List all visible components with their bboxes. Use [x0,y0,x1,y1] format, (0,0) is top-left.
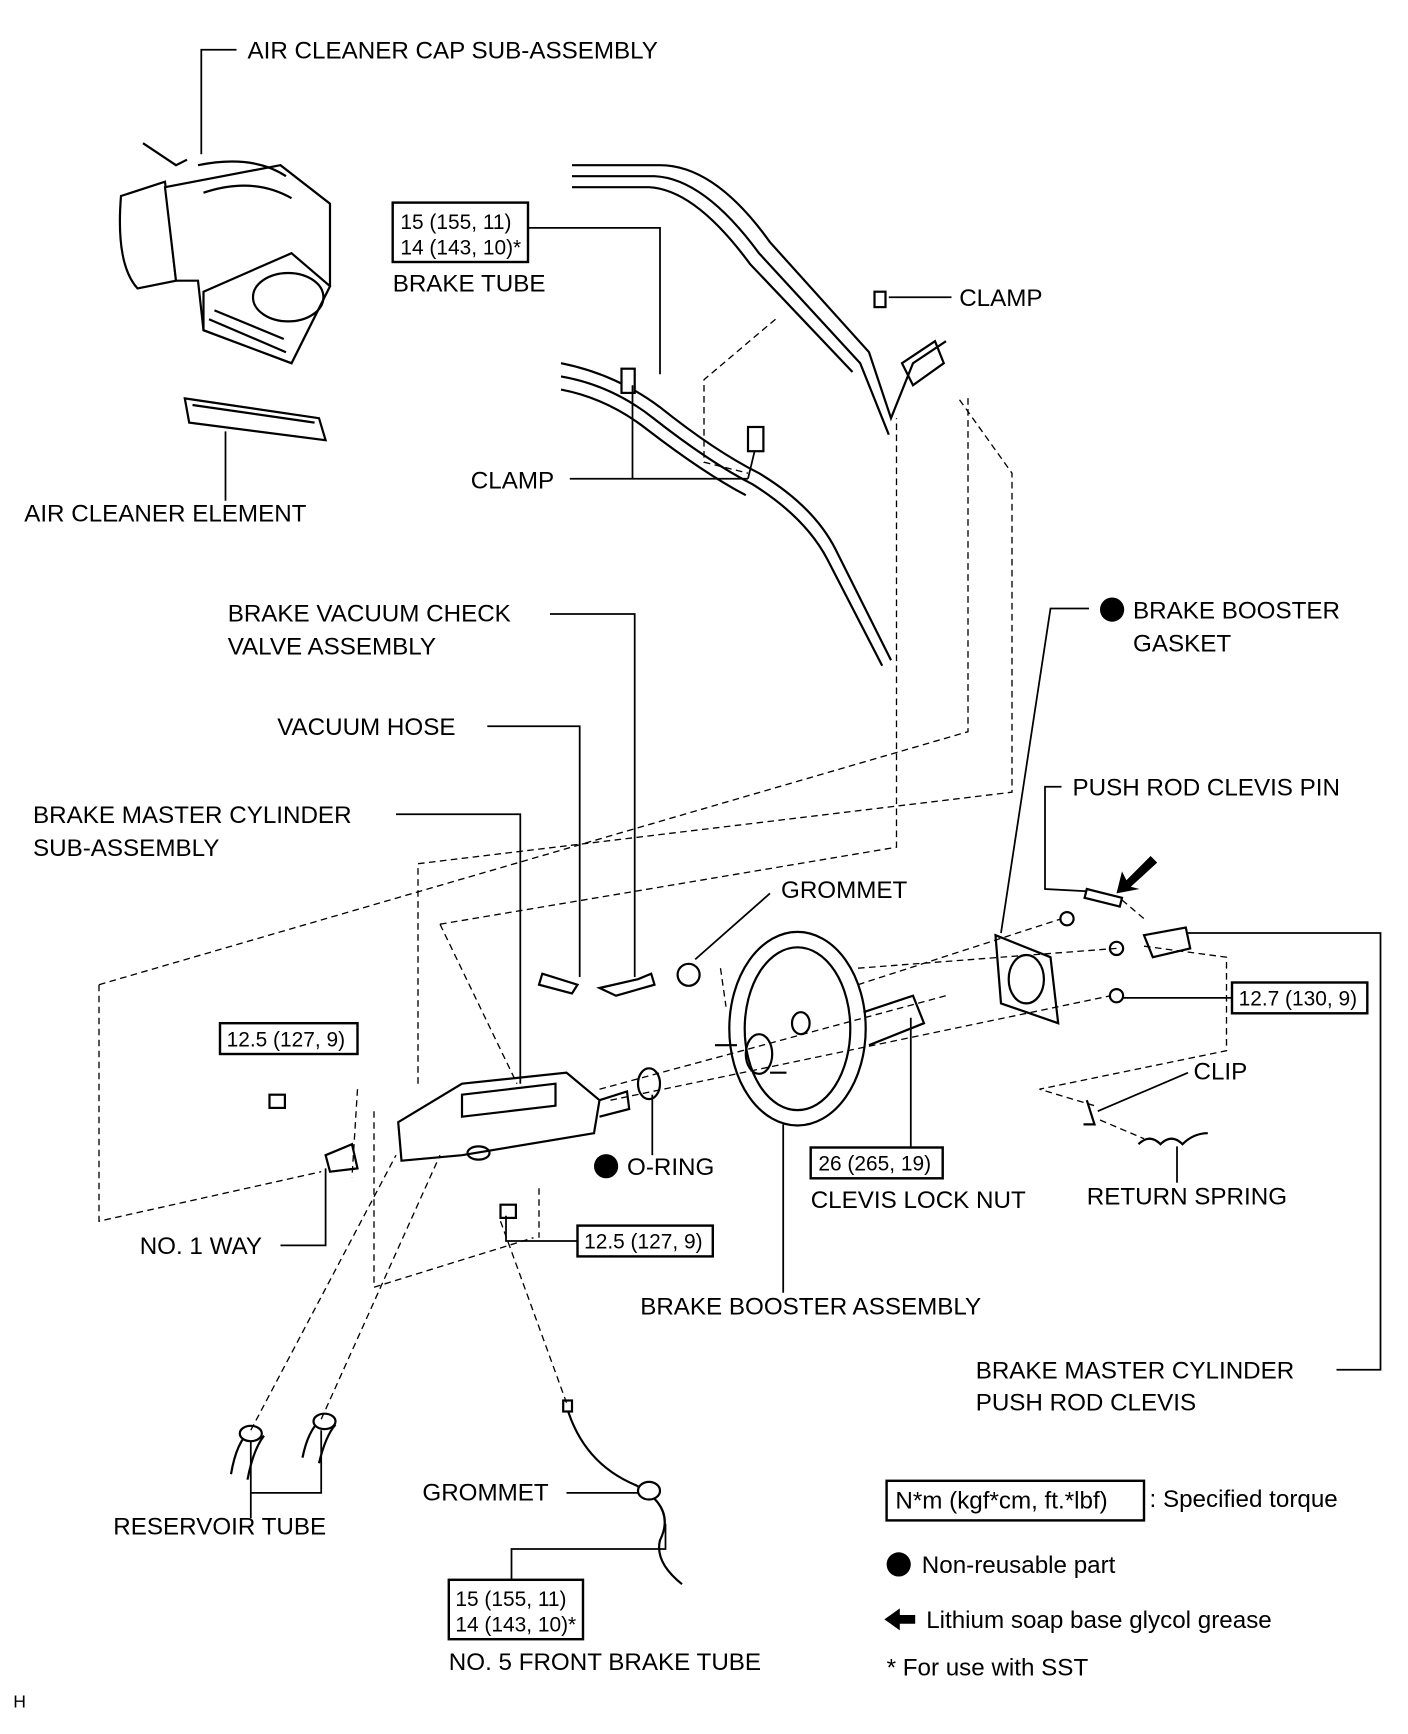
label-master-cylinder-1: BRAKE MASTER CYLINDER [33,802,352,829]
label-air-cleaner-element: AIR CLEANER ELEMENT [24,501,306,528]
non-reusable-dot-icon [886,1552,911,1577]
label-check-valve-2: VALVE ASSEMBLY [228,634,436,661]
brake-booster-drawing [715,930,926,1127]
legend-torque-box [885,1479,1146,1522]
air-cleaner-element-drawing [183,397,328,442]
non-reusable-dot-icon [1100,597,1125,622]
label-no1-way: NO. 1 WAY [140,1233,262,1260]
torque-box-clevis-lock-nut [809,1146,944,1180]
brake-tubes-drawing [560,164,947,667]
torque-box-brake-tube [391,201,530,264]
label-push-rod-clevis-1: BRAKE MASTER CYLINDER [976,1358,1295,1385]
label-clamp-lower: CLAMP [471,468,554,495]
label-return-spring: RETURN SPRING [1087,1184,1287,1211]
booster-gasket-drawing [994,933,1060,1025]
non-reusable-dot-icon [594,1154,619,1179]
torque-clevis-lock-nut: 26 (265, 19) [818,1153,931,1176]
torque-box-booster-nut [1230,981,1369,1015]
torque-booster-nut: 12.7 (130, 9) [1239,988,1357,1011]
torque-no5-tube-1: 15 (155, 11) [455,1588,566,1611]
small-parts-drawing [268,887,1208,1220]
torque-master-cyl-nut-upper: 12.5 (127, 9) [227,1028,345,1051]
label-push-rod-clevis-2: PUSH ROD CLEVIS [976,1389,1196,1416]
label-master-cylinder-2: SUB-ASSEMBLY [33,835,219,862]
label-booster-gasket-1: BRAKE BOOSTER [1133,597,1340,624]
legend-torque-units: N*m (kgf*cm, ft.*lbf) [895,1487,1107,1514]
no5-front-brake-tube-drawing [562,1399,683,1586]
legend: N*m (kgf*cm, ft.*lbf) : Specified torque… [884,1479,1338,1682]
label-check-valve-1: BRAKE VACUUM CHECK [228,601,511,628]
master-cylinder-drawing [324,1071,631,1173]
torque-brake-tube-2: 14 (143, 10)* [400,236,521,259]
label-o-ring: O-RING [627,1154,714,1181]
assembly-dashed-lines [98,318,1228,1431]
label-grommet-lower: GROMMET [422,1480,549,1507]
label-brake-tube: BRAKE TUBE [393,271,546,298]
label-clamp-upper: CLAMP [959,285,1042,312]
torque-box-no5-front-brake-tube [447,1578,585,1641]
torque-brake-tube-1: 15 (155, 11) [400,211,511,234]
label-grommet-upper: GROMMET [781,877,908,904]
label-no5-front-brake-tube: NO. 5 FRONT BRAKE TUBE [449,1649,761,1676]
legend-sst: * For use with SST [887,1655,1089,1682]
legend-non-reusable: Non-reusable part [922,1552,1116,1579]
leader-lines [200,48,1382,1580]
label-booster-gasket-2: GASKET [1133,630,1231,657]
legend-grease: Lithium soap base glycol grease [926,1607,1272,1634]
grease-arrow-icon [1116,856,1158,894]
figure-code: H [13,1691,26,1711]
label-clevis-lock-nut: CLEVIS LOCK NUT [811,1187,1026,1214]
label-vacuum-hose: VACUUM HOSE [277,714,455,741]
grease-arrow-icon [884,1608,916,1631]
label-reservoir-tube: RESERVOIR TUBE [113,1514,326,1541]
label-air-cleaner-cap: AIR CLEANER CAP SUB-ASSEMBLY [247,38,657,65]
torque-master-cyl-nut-lower: 12.5 (127, 9) [584,1231,702,1254]
legend-torque-desc: : Specified torque [1150,1486,1338,1513]
torque-box-master-cyl-nut-lower [576,1224,715,1258]
label-booster-assembly: BRAKE BOOSTER ASSEMBLY [640,1294,981,1321]
air-cleaner-cap-drawing [118,142,332,365]
torque-box-master-cyl-nut-upper [218,1021,359,1056]
label-clip: CLIP [1194,1058,1248,1085]
label-push-rod-clevis-pin: PUSH ROD CLEVIS PIN [1072,774,1339,801]
torque-no5-tube-2: 14 (143, 10)* [455,1614,576,1637]
reservoir-tubes-drawing [229,1412,337,1480]
